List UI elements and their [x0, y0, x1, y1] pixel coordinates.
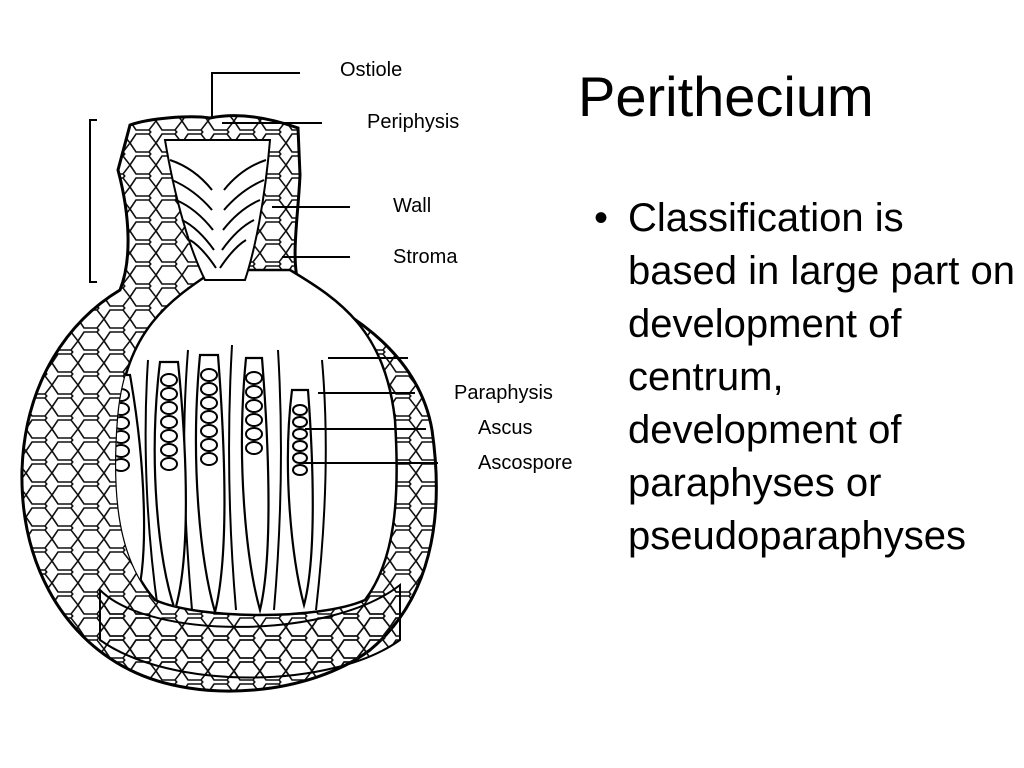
periphyses — [169, 159, 267, 269]
bullet-text: Classification is based in large part on… — [628, 196, 1015, 558]
label-paraphysis: Paraphysis — [454, 382, 553, 404]
leader-lines — [211, 72, 438, 464]
hymenium-base — [99, 582, 401, 679]
slide-title: Perithecium — [578, 65, 874, 128]
label-ascospore: Ascospore — [478, 452, 573, 474]
perithecium-diagram: Ostiole Periphysis Wall Stroma Paraphysi… — [20, 59, 573, 693]
label-stroma: Stroma — [393, 246, 458, 268]
bullet-list: • Classification is based in large part … — [594, 192, 1019, 563]
label-ascus: Ascus — [478, 417, 532, 439]
label-ostiole: Ostiole — [340, 59, 402, 81]
label-wall: Wall — [393, 195, 431, 217]
neck-bracket — [89, 119, 97, 283]
label-periphysis: Periphysis — [367, 111, 459, 133]
ascospores — [116, 368, 308, 476]
bullet-dot-icon: • — [594, 196, 609, 240]
ostiole-canal — [163, 139, 272, 281]
bullet-item: • Classification is based in large part … — [594, 192, 1019, 563]
